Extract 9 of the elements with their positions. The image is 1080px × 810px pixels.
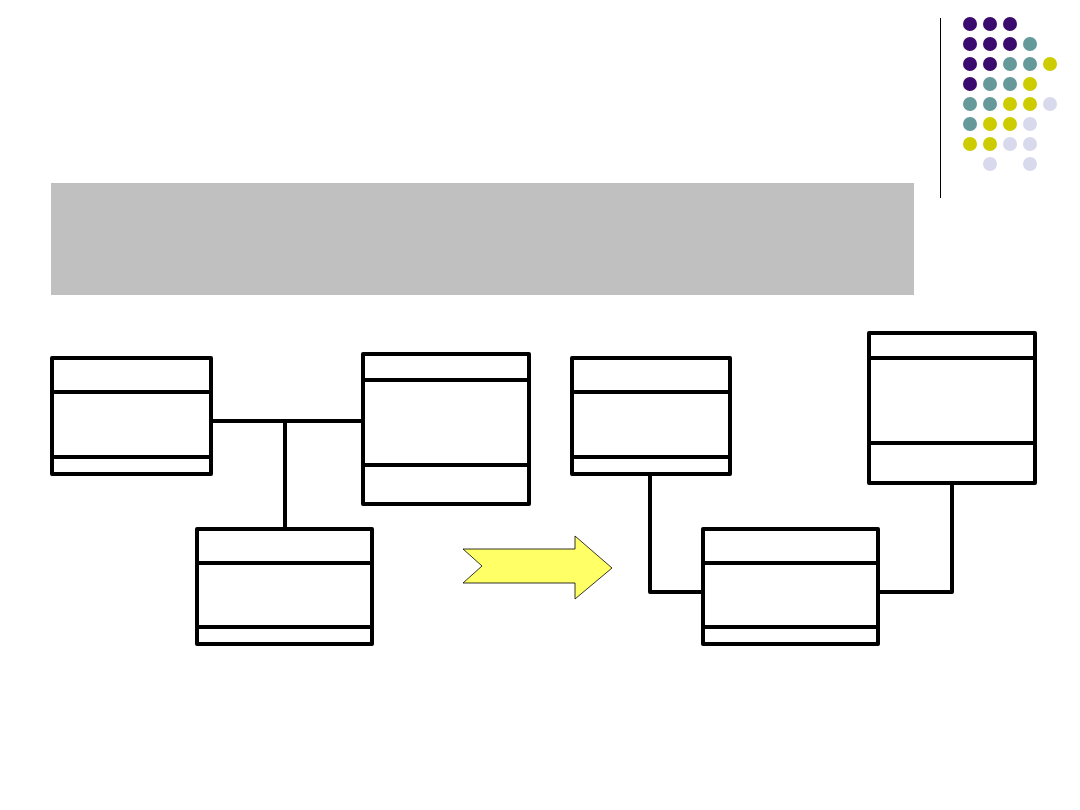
class-box [50, 356, 213, 476]
connector-line [880, 485, 954, 594]
class-box [867, 331, 1037, 485]
title-banner [51, 183, 914, 295]
class-box [195, 527, 374, 646]
connector-line [648, 476, 701, 594]
class-box [361, 352, 531, 506]
class-box [570, 356, 732, 476]
class-box [701, 527, 880, 646]
